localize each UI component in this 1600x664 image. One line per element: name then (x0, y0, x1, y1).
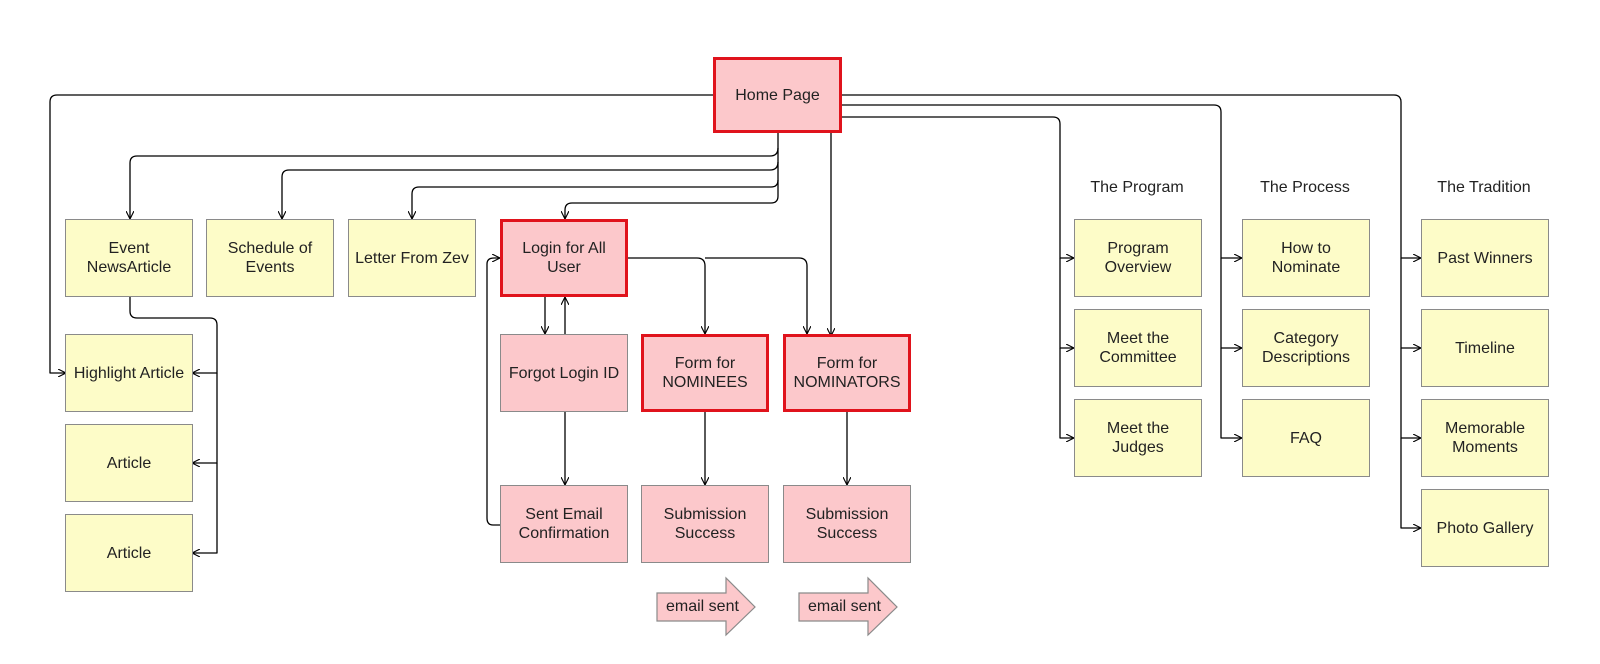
node-timeline: Timeline (1421, 309, 1549, 387)
edge-process-category (1220, 258, 1242, 348)
edge-tradition-photo (1400, 438, 1421, 528)
group-title-process: The Process (1260, 179, 1350, 196)
edge-tradition-memorable (1400, 348, 1421, 438)
edge-login-nominators (705, 257, 807, 334)
node-schedule-of-events: Schedule of Events (206, 219, 334, 297)
node-meet-the-committee: Meet the Committee (1074, 309, 1202, 387)
edge-home-highlight (49, 94, 713, 373)
node-letter-from-zev: Letter From Zev (348, 219, 476, 297)
edge-program-committee (1059, 258, 1074, 348)
node-submission-success-nominees: Submission Success (641, 485, 769, 563)
edge-event-article1 (192, 373, 218, 463)
group-title-tradition: The Tradition (1437, 179, 1531, 196)
node-login-for-all-user: Login for All User (500, 219, 628, 297)
edge-home-process (842, 104, 1242, 258)
node-article-2: Article (65, 514, 193, 592)
node-faq: FAQ (1242, 399, 1370, 477)
node-highlight-article: Highlight Article (65, 334, 193, 412)
email-sent-arrow-nominators (798, 576, 898, 637)
node-past-winners: Past Winners (1421, 219, 1549, 297)
edge-home-login (565, 180, 779, 219)
node-how-to-nominate: How to Nominate (1242, 219, 1370, 297)
edge-event-article2 (192, 463, 218, 553)
edge-sent-login (486, 258, 500, 526)
node-article-1: Article (65, 424, 193, 502)
edge-home-event (130, 133, 779, 219)
node-memorable-moments: Memorable Moments (1421, 399, 1549, 477)
node-forgot-login-id: Forgot Login ID (500, 334, 628, 412)
node-form-for-nominators: Form for NOMINATORS (783, 334, 911, 412)
node-program-overview: Program Overview (1074, 219, 1202, 297)
node-form-for-nominees: Form for NOMINEES (641, 334, 769, 412)
node-home-page: Home Page (713, 57, 842, 133)
node-category-descriptions: Category Descriptions (1242, 309, 1370, 387)
edge-event-highlight (129, 297, 218, 373)
node-meet-the-judges: Meet the Judges (1074, 399, 1202, 477)
edge-home-schedule (282, 148, 779, 219)
edge-home-program (842, 116, 1074, 258)
edge-tradition-timeline (1400, 258, 1421, 348)
group-title-program: The Program (1090, 179, 1184, 196)
edge-program-judges (1059, 348, 1074, 438)
edge-process-faq (1220, 348, 1242, 438)
edge-home-tradition (842, 94, 1421, 258)
edge-login-nominees (628, 257, 705, 334)
email-sent-label-nominators: email sent (808, 598, 881, 615)
node-photo-gallery: Photo Gallery (1421, 489, 1549, 567)
email-sent-label-nominees: email sent (666, 598, 739, 615)
node-event-newsarticle: Event NewsArticle (65, 219, 193, 297)
node-submission-success-nominators: Submission Success (783, 485, 911, 563)
node-sent-email-confirmation: Sent Email Confirmation (500, 485, 628, 563)
email-sent-arrow-nominees (656, 576, 756, 637)
